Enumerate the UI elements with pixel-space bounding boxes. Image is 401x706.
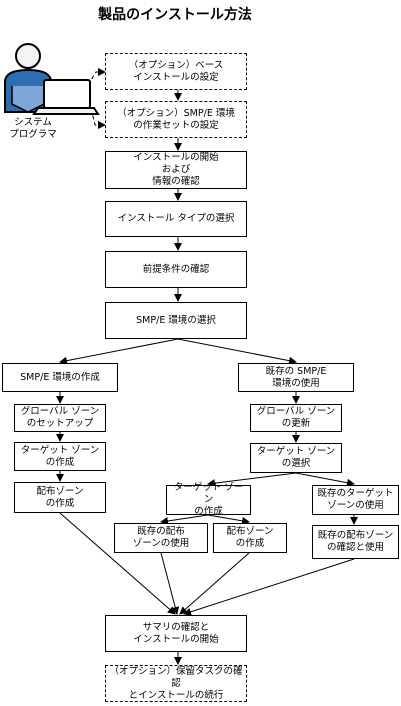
actor-label: システム プログラマ [9, 117, 57, 140]
arrow-conv-1 [59, 512, 176, 615]
step-create-target-zone-left: ターゲット ゾーン の作成 [14, 442, 106, 471]
step-select-install-type: インストール タイプの選択 [105, 201, 247, 237]
user-at-computer-icon [4, 43, 100, 115]
step-create-smpe-environment: SMP/E 環境の作成 [2, 363, 118, 392]
step-update-global-zone: グローバル ゾーン の更新 [250, 404, 342, 432]
step-create-target-zone-right: ターゲット ゾーン の作成 [166, 482, 251, 517]
step-start-install: インストールの開始 および 情報の確認 [105, 151, 247, 189]
arrow-ctz-left [160, 514, 209, 525]
step-review-summary-start-install: サマリの確認と インストールの開始 [105, 615, 247, 652]
step-select-target-zone: ターゲット ゾーン の選択 [250, 443, 342, 473]
step-use-existing-target-zone: 既存のターゲット ゾーンの使用 [312, 485, 399, 515]
arrow-tz-right [295, 472, 355, 487]
actor-to-base-connector [87, 68, 106, 86]
step-check-prerequisites: 前提条件の確認 [105, 251, 247, 288]
step-optional-review-pending-tasks: （オプション）保留タスクの確認 とインストールの続行 [105, 665, 247, 702]
arrow-conv-2 [160, 552, 180, 615]
arrow-tz-left [207, 472, 297, 488]
step-check-use-existing-distribution-zone: 既存の配布ゾーン の確認と使用 [312, 525, 399, 559]
step-use-existing-smpe-environment: 既存の SMP/E 環境の使用 [238, 363, 354, 392]
arrow-split-left [59, 338, 179, 365]
step-select-smpe-environment: SMP/E 環境の選択 [105, 302, 247, 339]
step-optional-smpe-environment: （オプション）SMP/E 環境 の作業セットの設定 [105, 101, 247, 138]
arrow-conv-3 [179, 552, 250, 615]
step-use-existing-distribution-zone: 既存の配布 ゾーンの使用 [114, 523, 208, 553]
step-create-distribution-zone-left: 配布ゾーン の作成 [14, 482, 106, 513]
step-optional-base-install: （オプション）ベース インストールの設定 [105, 53, 247, 90]
step-setup-global-zone: グローバル ゾーン のセットアップ [14, 404, 106, 432]
arrow-conv-4 [183, 558, 355, 616]
step-create-distribution-zone-right: 配布ゾーン の作成 [213, 523, 287, 553]
arrow-ctz-right [207, 514, 250, 525]
arrow-split-right [177, 338, 297, 365]
diagram-title: 製品のインストール方法 [98, 7, 252, 23]
